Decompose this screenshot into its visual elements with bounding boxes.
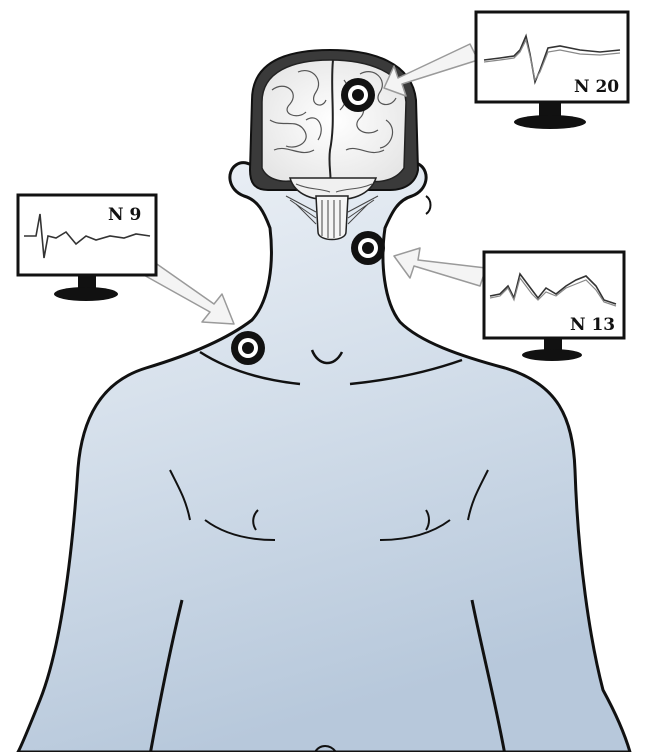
ear-mark bbox=[426, 196, 431, 214]
brain-hemispheres bbox=[262, 60, 406, 182]
brainstem bbox=[316, 196, 348, 240]
monitor-n20: N 20 bbox=[476, 12, 628, 129]
monitor-n9: N 9 bbox=[18, 195, 156, 301]
monitor-icon bbox=[484, 252, 624, 361]
monitor-icon bbox=[476, 12, 628, 129]
monitor-label-n20: N 20 bbox=[574, 77, 619, 97]
electrode-icon bbox=[351, 231, 385, 265]
monitor-n13: N 13 bbox=[484, 252, 624, 361]
monitor-label-n13: N 13 bbox=[570, 315, 615, 335]
arrow-icon bbox=[394, 248, 486, 286]
electrode-icon bbox=[231, 331, 265, 365]
electrode-icon bbox=[341, 78, 375, 112]
monitor-label-n9: N 9 bbox=[108, 205, 141, 225]
